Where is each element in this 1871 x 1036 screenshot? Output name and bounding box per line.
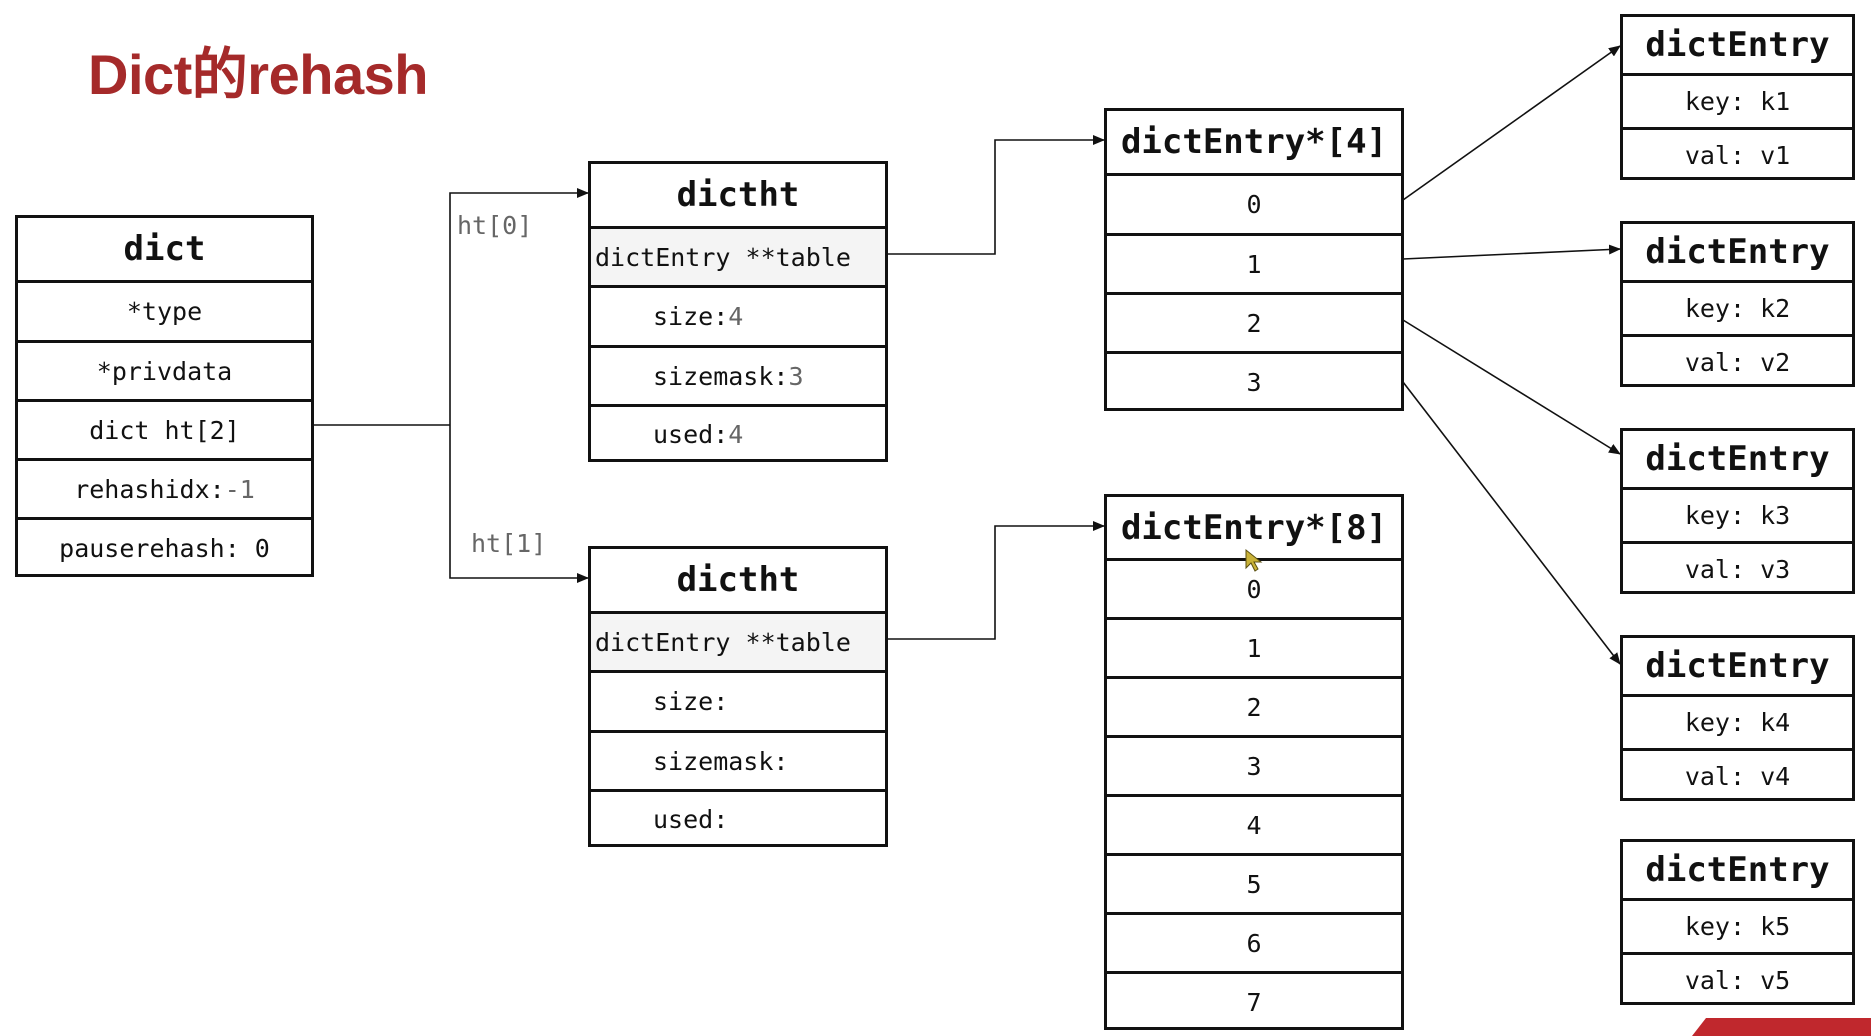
entry-key: key: k1 [1623,73,1852,127]
entry-key: key: k2 [1623,280,1852,334]
array8-slot: 2 [1107,676,1401,735]
mouse-pointer-icon [1245,548,1263,572]
array4-slot: 1 [1107,233,1401,292]
dict-pauserehash-field: pauserehash: 0 [18,517,311,577]
ht0-used-field: used: 4 [591,404,885,462]
entry-key: key: k5 [1623,898,1852,952]
array8-slot: 6 [1107,912,1401,971]
dict-header: dict [123,229,206,269]
entry-val: val: v1 [1623,127,1852,180]
entry-header: dictEntry [1645,646,1830,686]
entry-val: val: v4 [1623,748,1852,801]
ht1-used-field: used: [591,789,885,847]
dict-entry-k4: dictEntry key: k4 val: v4 [1620,635,1855,801]
entry-header: dictEntry [1645,850,1830,890]
dict-entry-k1: dictEntry key: k1 val: v1 [1620,14,1855,180]
dict-privdata-field: *privdata [18,340,311,399]
ht0-size-field: size: 4 [591,285,885,345]
ht0-table-field: dictEntry **table [591,226,885,285]
entry-key: key: k4 [1623,694,1852,748]
ht0-table-link [887,135,1105,255]
dict-entry-k3: dictEntry key: k3 val: v3 [1620,428,1855,594]
array8-header: dictEntry*[8] [1120,507,1388,548]
array8-slot: 3 [1107,735,1401,794]
entry-val: val: v5 [1623,952,1852,1005]
page-title: Dict的rehash [88,43,428,106]
array4-slot: 3 [1107,351,1401,411]
dict-entry-k5: dictEntry key: k5 val: v5 [1620,839,1855,1005]
slot3-to-k4-link [1402,381,1621,665]
slot1-to-k2-link [1402,244,1621,260]
ht1-sizemask-field: sizemask: [591,730,885,789]
slot0-to-k1-link [1402,45,1621,201]
array8-slot: 5 [1107,853,1401,912]
array4-slot: 0 [1107,173,1401,233]
ht1-dictht-box: dictht dictEntry **table size: sizemask:… [588,546,888,847]
ht1-table-field: dictEntry **table [591,611,885,670]
dict-rehashidx-field: rehashidx: -1 [18,458,311,517]
dict-struct-box: dict *type *privdata dict ht[2] rehashid… [15,215,314,577]
array8-slot: 1 [1107,617,1401,676]
array8-slot: 4 [1107,794,1401,853]
ht0-label: ht[0] [457,211,532,240]
ht1-header: dictht [676,560,800,600]
corner-tab [1692,1018,1871,1036]
entry-key: key: k3 [1623,487,1852,541]
array8-slot: 7 [1107,971,1401,1030]
ht0-sizemask-field: sizemask: 3 [591,345,885,404]
dict-type-field: *type [18,280,311,340]
entry-header: dictEntry [1645,232,1830,272]
ht0-header: dictht [676,175,800,215]
ht0-link [449,188,589,425]
entry-val: val: v3 [1623,541,1852,594]
ht0-dictht-box: dictht dictEntry **table size: 4 sizemas… [588,161,888,462]
ht1-table-link [887,521,1105,640]
ht1-label: ht[1] [471,529,546,558]
entry-array-8: dictEntry*[8] 0 1 2 3 4 5 6 7 [1104,494,1404,1030]
array4-slot: 2 [1107,292,1401,351]
entry-header: dictEntry [1645,439,1830,479]
ht1-link [449,425,589,583]
entry-header: dictEntry [1645,25,1830,65]
entry-array-4: dictEntry*[4] 0 1 2 3 [1104,108,1404,411]
ht1-size-field: size: [591,670,885,730]
slot2-to-k3-link [1402,319,1621,455]
array4-header: dictEntry*[4] [1120,122,1388,162]
dict-entry-k2: dictEntry key: k2 val: v2 [1620,221,1855,387]
entry-val: val: v2 [1623,334,1852,387]
dict-ht-field: dict ht[2] [18,399,311,458]
